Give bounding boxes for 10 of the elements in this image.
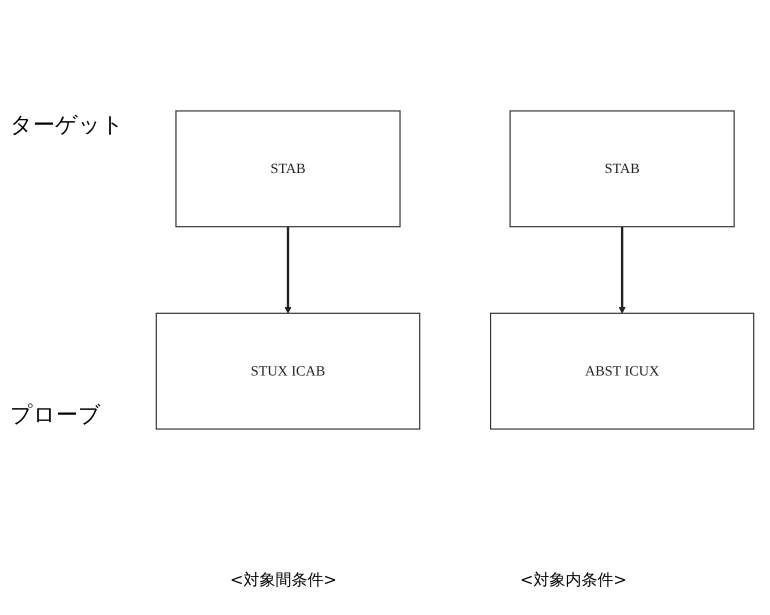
node-box: STAB [510, 110, 735, 228]
arrow [284, 226, 292, 314]
node-box: STUX ICAB [156, 312, 420, 430]
arrow [618, 226, 626, 314]
row-label: プローブ [10, 402, 101, 430]
node-box: ABST ICUX [490, 312, 754, 430]
column-caption: <対象内条件> [520, 570, 627, 591]
node-box: STAB [175, 110, 401, 228]
row-label: ターゲット [10, 112, 124, 140]
column-caption: <対象間条件> [230, 570, 337, 591]
